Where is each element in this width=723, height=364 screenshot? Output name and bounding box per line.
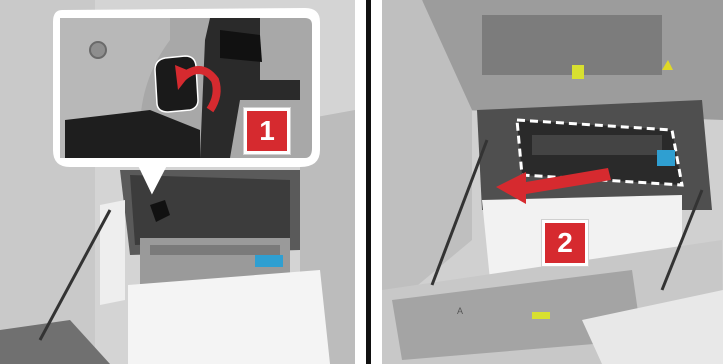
printer-label-a: A (457, 306, 463, 316)
latch-handle (155, 56, 198, 112)
panel-divider (366, 0, 371, 364)
yellow-tab-icon (572, 65, 584, 79)
step-1-illustration: 1 (0, 0, 355, 364)
printer-latch-illustration (0, 0, 355, 364)
screw-icon (90, 42, 106, 58)
printer-fuser-illustration (382, 0, 723, 364)
step-badge-1: 1 (244, 108, 290, 154)
step-2-illustration: A 2 (382, 0, 723, 364)
step-badge-2: 2 (542, 220, 588, 266)
blue-tab-icon (255, 255, 283, 267)
